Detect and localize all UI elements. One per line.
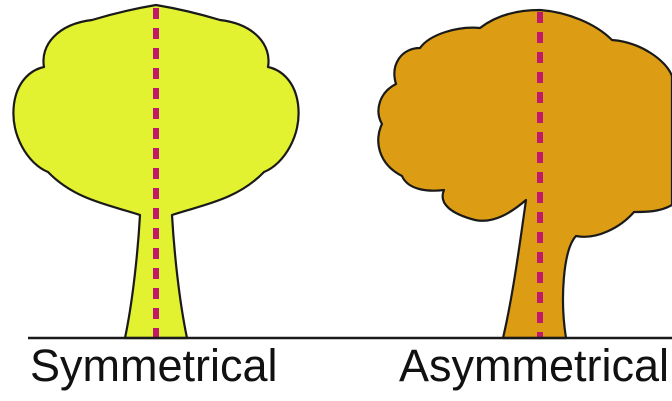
asymmetrical-tree <box>378 10 672 338</box>
asymmetrical-tree-shape <box>378 10 672 338</box>
asymmetrical-caption: Asymmetrical <box>399 343 669 388</box>
symmetrical-caption: Symmetrical <box>30 343 278 388</box>
symmetrical-tree <box>13 5 298 338</box>
